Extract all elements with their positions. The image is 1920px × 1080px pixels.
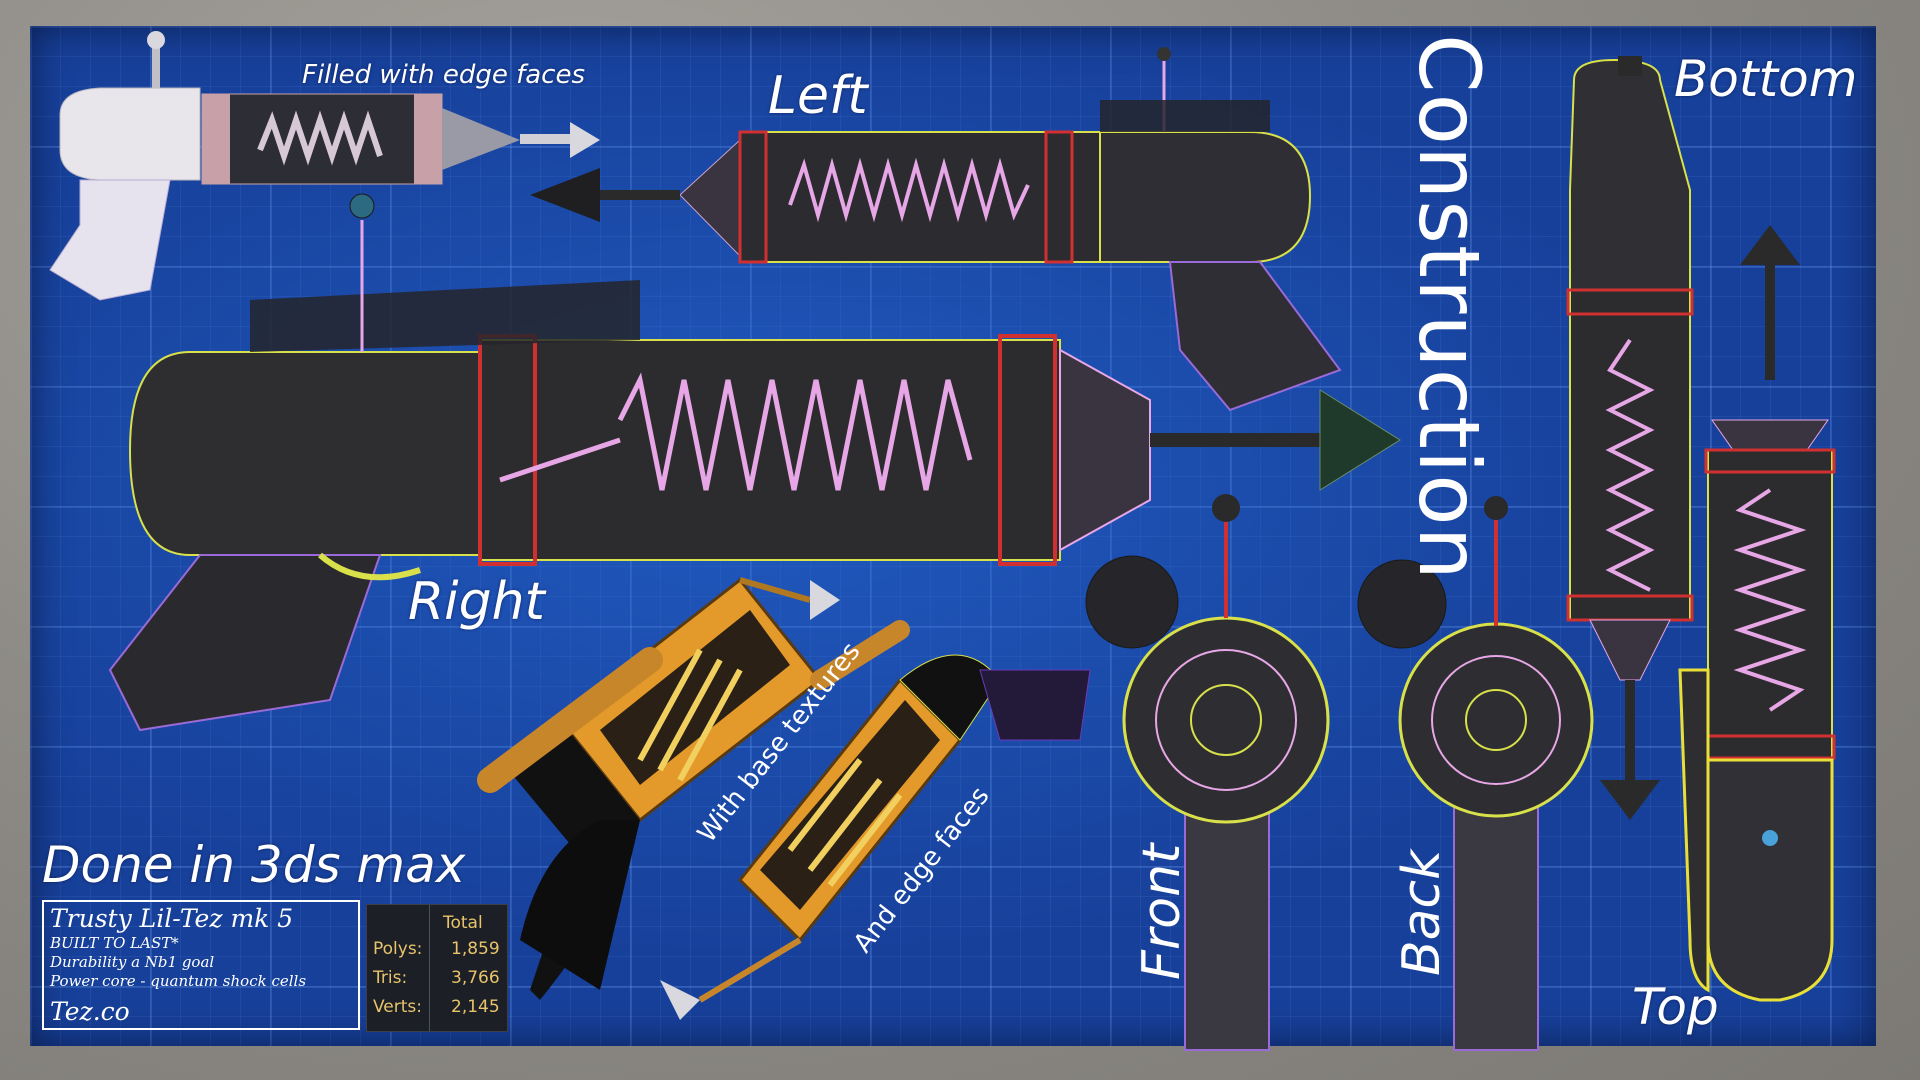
bottom-view-model	[1566, 56, 1694, 820]
top-view-model	[1678, 225, 1836, 1002]
stats-label: Tris:	[373, 968, 408, 988]
filled-preview-model	[49, 31, 600, 301]
stats-row-verts: Verts: 2,145	[373, 997, 503, 1023]
front-view-model	[1085, 494, 1330, 1051]
stats-value: 3,766	[451, 968, 500, 988]
spec-line-power: Power core - quantum shock cells	[50, 972, 307, 990]
left-view-label: Left	[768, 66, 868, 126]
bottom-view-label: Bottom	[1674, 50, 1858, 108]
stats-row-polys: Polys: 1,859	[373, 939, 503, 965]
right-view-model	[108, 193, 1401, 732]
textured-render-2	[660, 620, 1091, 1020]
filled-edge-faces-label: Filled with edge faces	[302, 60, 586, 90]
spec-line-built: BUILT TO LAST*	[50, 934, 179, 952]
front-view-label: Front	[1132, 843, 1192, 980]
poly-stats-panel: Total Polys: 1,859 Tris: 3,766 Verts: 2,…	[366, 904, 508, 1032]
construction-heading: Construction	[1400, 34, 1498, 581]
stats-value: 1,859	[451, 939, 500, 959]
right-view-label: Right	[408, 572, 545, 632]
spec-brand: Tez.co	[50, 997, 130, 1026]
back-view-label: Back	[1392, 849, 1452, 976]
stats-label: Polys:	[373, 939, 423, 959]
left-view-model	[530, 47, 1342, 412]
stats-label: Verts:	[373, 997, 423, 1017]
stats-value: 2,145	[451, 997, 500, 1017]
back-view-model	[1357, 496, 1594, 1051]
textured-render-1	[477, 577, 840, 1000]
software-credit-label: Done in 3ds max	[42, 836, 466, 894]
spec-title: Trusty Lil-Tez mk 5	[50, 904, 294, 933]
spec-line-durability: Durability a Nb1 goal	[50, 953, 215, 971]
top-view-label: Top	[1632, 978, 1719, 1036]
stats-header: Total	[443, 913, 483, 933]
stats-row-tris: Tris: 3,766	[373, 968, 503, 994]
stats-divider	[429, 905, 430, 1031]
spec-card: Trusty Lil-Tez mk 5 BUILT TO LAST* Durab…	[42, 900, 360, 1030]
